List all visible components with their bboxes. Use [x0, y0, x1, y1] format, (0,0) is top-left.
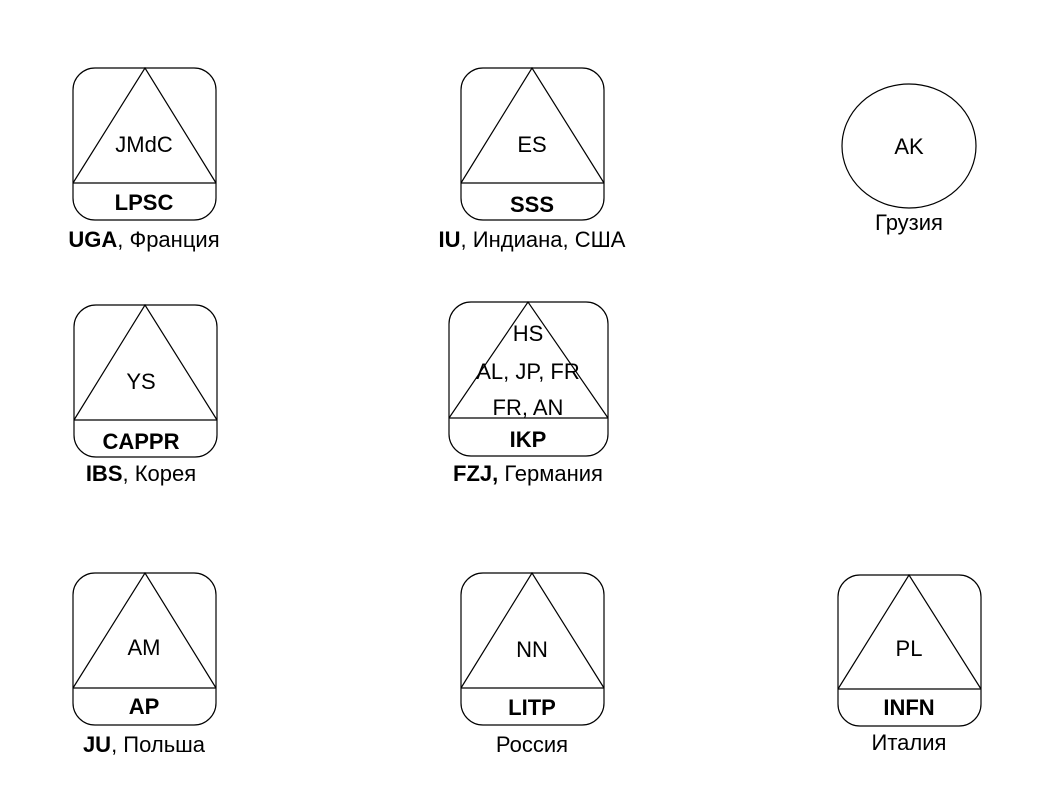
caption-institution: IBS: [86, 461, 123, 486]
node-label: IKP: [510, 427, 547, 452]
caption-institution: IU: [439, 227, 461, 252]
node-member: PL: [896, 636, 923, 661]
caption-location: , Польша: [111, 732, 206, 757]
node-member: AM: [128, 635, 161, 660]
triangle-icon: [448, 300, 609, 419]
node-litp: NN LITP Россия: [460, 571, 605, 757]
node-caption: JU, Польша: [83, 732, 206, 757]
node-caption: Италия: [872, 730, 947, 755]
node-ikp: HS AL, JP, FR FR, AN IKP FZJ, Германия: [448, 300, 609, 486]
triangle-icon: [460, 66, 605, 184]
caption-institution: FZJ,: [453, 461, 498, 486]
node-member: JMdC: [115, 132, 173, 157]
node-label: LITP: [508, 695, 556, 720]
triangle-icon: [72, 66, 217, 184]
caption-location: , Франция: [117, 227, 219, 252]
node-member: AK: [894, 134, 924, 159]
node-caption: Грузия: [875, 210, 943, 235]
node-caption: Россия: [496, 732, 568, 757]
caption-institution: JU: [83, 732, 111, 757]
node-member: FR, AN: [493, 395, 564, 420]
node-member: HS: [513, 321, 544, 346]
node-lpsc: JMdC LPSC UGA, Франция: [68, 66, 220, 252]
node-caption: IU, Индиана, США: [439, 227, 626, 252]
caption-location: , Индиана, США: [461, 227, 626, 252]
caption-location: Германия: [498, 461, 603, 486]
node-label: AP: [129, 694, 160, 719]
circle-icon: [841, 83, 977, 209]
node-caption: FZJ, Германия: [453, 461, 603, 486]
node-label: CAPPR: [102, 429, 179, 454]
node-ap: AM AP JU, Польша: [72, 571, 217, 757]
node-caption: UGA, Франция: [68, 227, 219, 252]
node-member: YS: [126, 369, 155, 394]
node-member: ES: [517, 132, 546, 157]
caption-institution: UGA: [68, 227, 117, 252]
triangle-icon: [460, 571, 605, 689]
triangle-icon: [72, 571, 217, 689]
node-member: AL, JP, FR: [476, 359, 580, 384]
triangle-icon: [73, 303, 218, 421]
node-infn: PL INFN Италия: [837, 573, 982, 755]
node-cappr: YS CAPPR IBS, Корея: [73, 303, 218, 486]
node-member: NN: [516, 637, 548, 662]
node-ak: AK Грузия: [841, 83, 977, 235]
node-caption: IBS, Корея: [86, 461, 196, 486]
node-label: SSS: [510, 192, 554, 217]
node-sss: ES SSS IU, Индиана, США: [439, 66, 626, 252]
caption-location: , Корея: [123, 461, 197, 486]
triangle-icon: [837, 573, 982, 690]
node-label: LPSC: [115, 190, 174, 215]
node-label: INFN: [883, 695, 934, 720]
